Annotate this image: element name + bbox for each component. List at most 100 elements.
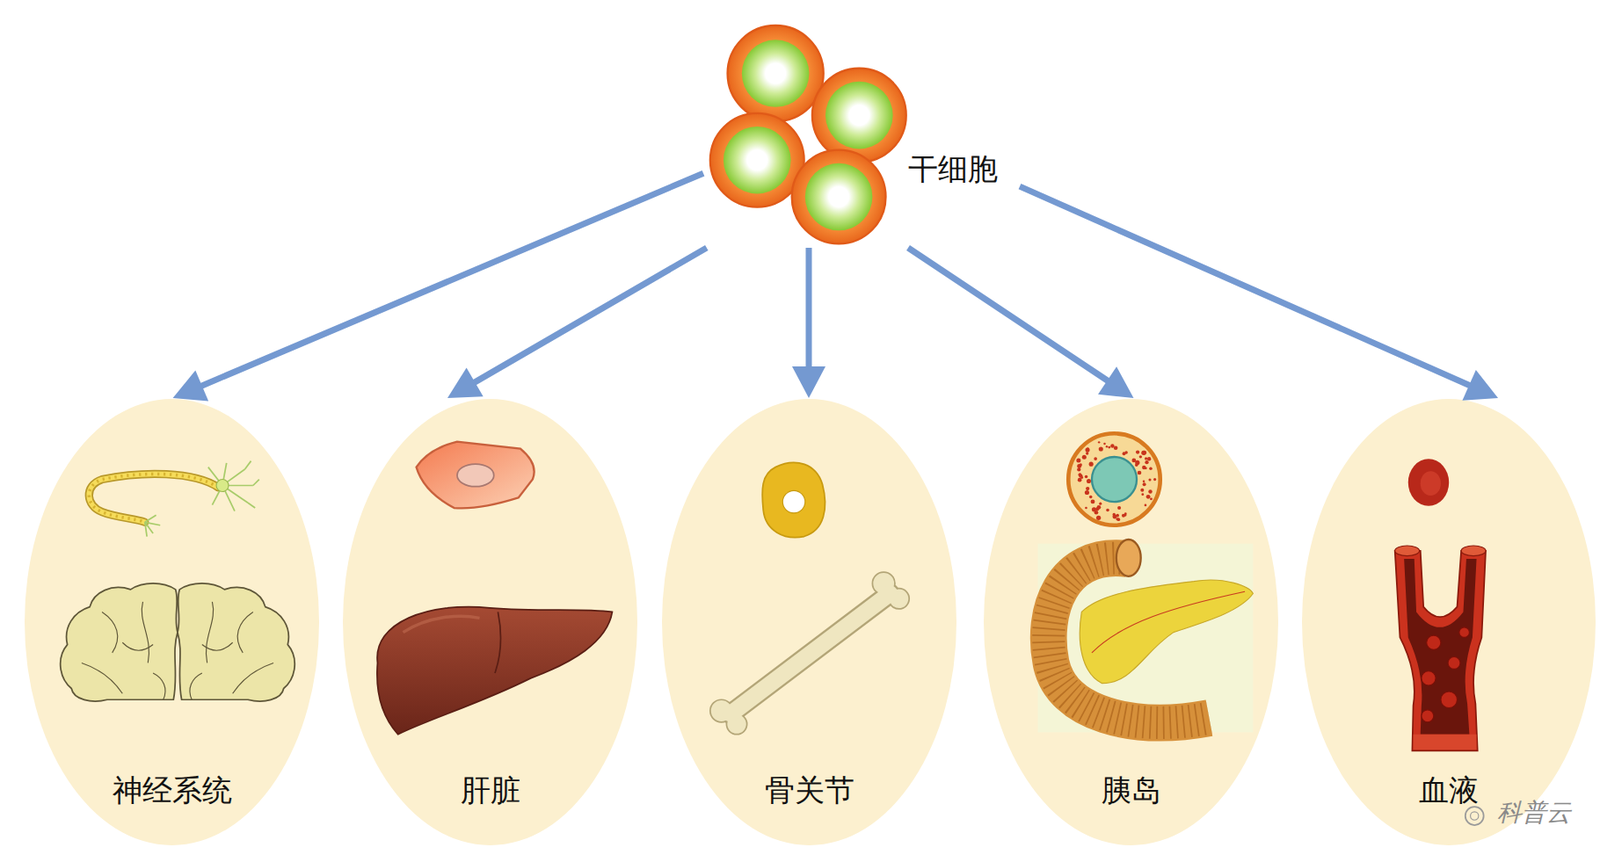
granule-dot [1084, 448, 1090, 453]
organ-ellipse: 骨关节 [661, 398, 958, 847]
ellipse-shape [1301, 399, 1596, 846]
stem-cells [710, 25, 907, 244]
granule-dot [1144, 460, 1149, 465]
blood-vessel-icon-part-part [1421, 671, 1436, 686]
label-text: 科普云 [1497, 798, 1571, 829]
node-label: 骨关节 [764, 772, 855, 809]
pancreas-icon-part [1079, 580, 1253, 684]
stem-cells-part [727, 25, 824, 122]
granule-dot [1084, 507, 1088, 510]
granule-dot [1135, 450, 1140, 454]
brain-icon-part-part-part [205, 602, 213, 664]
granule-dot [1141, 493, 1144, 496]
granule-dot [1149, 466, 1153, 471]
granule-dot [1115, 514, 1120, 518]
brain-icon-part-part-part [152, 673, 166, 700]
granule-dot [1134, 460, 1140, 466]
stem-cells-part [792, 150, 887, 245]
blood-vessel-icon-part-part [1447, 656, 1461, 670]
granule-dot [1148, 489, 1152, 494]
granule-dot [1098, 502, 1102, 506]
node-label: 肝脏 [460, 772, 521, 809]
pancreas-icon-part [1037, 544, 1253, 734]
arrow-head [1461, 370, 1499, 401]
brain-icon-part-part-part [202, 642, 233, 651]
stem-cells-part [825, 81, 894, 150]
arrow-head [173, 370, 210, 401]
arrow-head [447, 368, 484, 399]
node-label: 血液 [1418, 772, 1479, 809]
granule-dot [1141, 450, 1147, 456]
granule-dot [1137, 471, 1142, 476]
ellipse-shape [983, 399, 1279, 846]
stem-cells-part [741, 39, 810, 108]
liver-cell-icon-part [457, 464, 495, 488]
granule-dot [1115, 517, 1119, 521]
red-blood-cell-icon-part [1420, 471, 1441, 496]
node-label: 干细胞 [908, 151, 998, 188]
ellipse-shape [661, 399, 957, 846]
granule-dot [1086, 479, 1091, 484]
flow-arrow [792, 247, 826, 399]
arrow-shaft [193, 173, 704, 390]
pancreas-icon-part [1091, 591, 1245, 654]
brain-icon-part-part-part [101, 611, 118, 653]
granule-dot [1090, 499, 1096, 504]
blood-vessel-icon-part-part [1440, 691, 1458, 709]
islet-cell-icon-part [1091, 457, 1137, 502]
brain-icon-part-part-part [237, 611, 254, 653]
stem-cells-part [723, 126, 792, 195]
red-blood-cell-icon-part [1408, 458, 1449, 506]
granule-dot [1146, 494, 1151, 500]
brain-icon-part-part-part [81, 662, 123, 694]
flow-arrow [1019, 186, 1499, 401]
granule-dot [1098, 446, 1104, 451]
liver-icon-part [494, 611, 502, 674]
brain-icon-part-part-part [141, 602, 149, 664]
granule-dot [1103, 443, 1106, 445]
granule-dot [1079, 463, 1083, 466]
arrow-shaft [466, 247, 707, 387]
granule-dot [1089, 462, 1094, 467]
granule-dot [1147, 457, 1151, 461]
granule-dot [1107, 446, 1111, 450]
ellipse-shape [342, 399, 638, 846]
flow-arrow [173, 173, 704, 401]
granule-dot [1140, 488, 1144, 493]
bone-cell-icon-part [762, 462, 825, 538]
granule-dot [1144, 466, 1148, 470]
bone-cell-icon [762, 462, 825, 538]
granule-dot [1089, 495, 1093, 500]
granule-dot [1105, 509, 1110, 513]
blood-vessel-icon-part [1395, 545, 1420, 557]
granule-dot [1077, 472, 1082, 477]
granule-dot [1113, 446, 1119, 451]
blood-vessel-icon-part-part [1421, 710, 1434, 723]
granule-dot [1097, 505, 1102, 510]
granule-dot [1085, 451, 1089, 455]
brain-icon-part-part-part [189, 673, 203, 700]
brain-icon-part-part [81, 602, 166, 700]
granule-dot [1096, 516, 1101, 521]
label-anchor: 干细胞 [908, 151, 998, 188]
flow-arrow [447, 247, 707, 399]
granule-dot [1098, 441, 1100, 444]
granule-dot [1076, 464, 1082, 469]
granule-dot [1123, 514, 1127, 517]
ellipse-shape [24, 399, 320, 846]
granule-dot [1084, 490, 1090, 495]
granule-dot [1149, 497, 1153, 501]
blood-vessel-icon-part-part [1459, 627, 1470, 639]
granule-dot [1084, 475, 1089, 480]
node-label: 神经系统 [112, 772, 233, 809]
arrow-shaft [908, 247, 1116, 386]
arrow-head [1098, 366, 1134, 399]
granule-dot [1117, 506, 1121, 510]
granule-dot [1142, 482, 1147, 487]
blood-vessel-icon-part [1421, 627, 1470, 723]
pancreas-icon [1037, 539, 1253, 733]
islet-cell-icon [1068, 433, 1160, 525]
granule-dot [1144, 504, 1148, 508]
